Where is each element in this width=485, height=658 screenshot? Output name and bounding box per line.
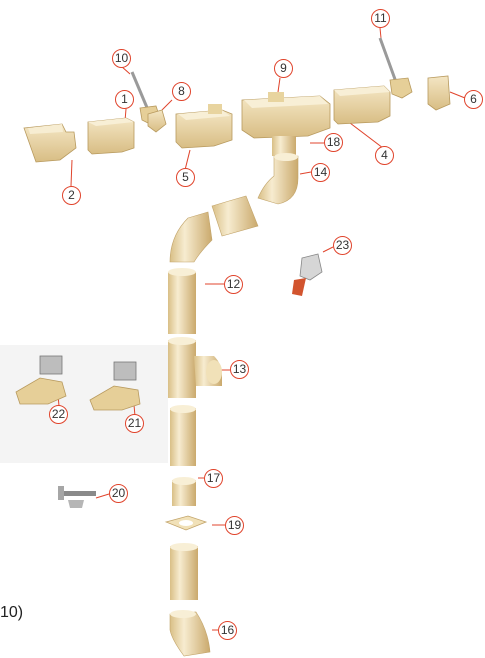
- downpipe-elbow-upper: [258, 153, 298, 204]
- callout-22: 22: [49, 405, 68, 424]
- downpipe-outlet-shoe: [170, 610, 210, 656]
- callout-5: 5: [176, 168, 195, 187]
- callout-10: 10: [112, 49, 131, 68]
- gutter-corner: [176, 104, 232, 148]
- callout-14: 14: [311, 163, 330, 182]
- downpipe-section-lower: [170, 543, 198, 600]
- gutter-section: [88, 118, 134, 154]
- downpipe-angled-section: [212, 196, 258, 236]
- downpipe-elbow-lower: [170, 212, 212, 262]
- downpipe-ring: [166, 516, 206, 530]
- pipe-fitting-23: [292, 254, 322, 296]
- callout-9: 9: [274, 59, 293, 78]
- callout-23: 23: [333, 236, 352, 255]
- downpipe-branch: [168, 337, 222, 398]
- callout-11: 11: [371, 9, 390, 28]
- callout-12: 12: [224, 275, 243, 294]
- gutter-end-cap-right: [428, 76, 450, 110]
- gutter-end-cap-left: [24, 124, 76, 162]
- callout-6: 6: [464, 90, 483, 109]
- callout-20: 20: [109, 484, 128, 503]
- callout-4: 4: [375, 146, 394, 165]
- downpipe-section-12: [168, 268, 196, 334]
- callout-13: 13: [230, 360, 249, 379]
- callout-8: 8: [172, 82, 191, 101]
- downpipe-socket: [172, 477, 196, 506]
- figure-reference-label: 10): [0, 604, 23, 622]
- callout-16: 16: [218, 621, 237, 640]
- gutter-bracket-small: [148, 110, 166, 132]
- callout-2: 2: [62, 186, 81, 205]
- callout-18: 18: [324, 133, 343, 152]
- gutter-outlet: [242, 92, 330, 156]
- callout-21: 21: [125, 414, 144, 433]
- gutter-section-right: [334, 86, 390, 124]
- callout-1: 1: [115, 90, 134, 109]
- callout-17: 17: [204, 469, 223, 488]
- callout-19: 19: [225, 516, 244, 535]
- mounting-bolt: [58, 486, 96, 508]
- downpipe-section-middle: [170, 405, 196, 466]
